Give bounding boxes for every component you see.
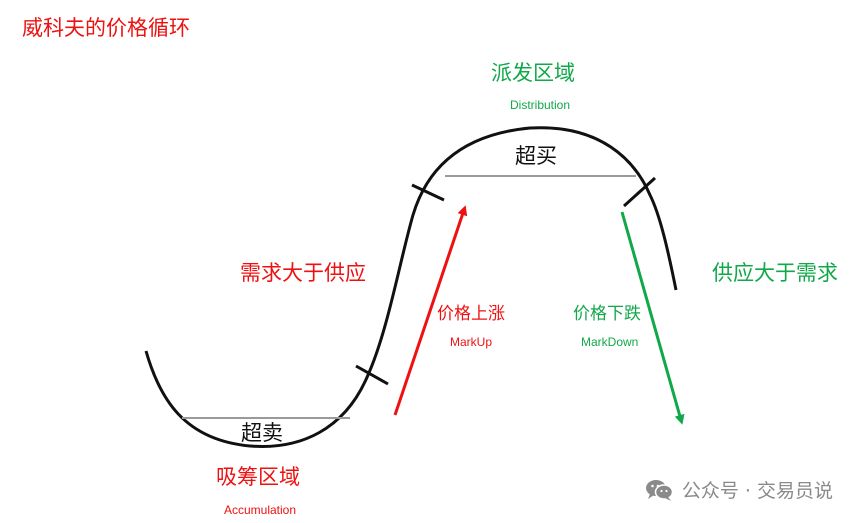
price-cycle-curve [144, 126, 678, 448]
markdown-arrow [620, 211, 685, 425]
accumulation-zone-label: 吸筹区域 [216, 465, 300, 489]
phase-tick-distribution-start [411, 183, 445, 202]
markup-phase-label-en: MarkUp [450, 335, 493, 349]
markdown-phase-label-en: MarkDown [581, 335, 639, 349]
distribution-zone-label-en: Distribution [509, 98, 571, 112]
distribution-zone-label: 派发区域 [491, 61, 575, 85]
watermark: 公众号 · 交易员说 [644, 476, 833, 503]
diagram-title: 威科夫的价格循环 [22, 16, 190, 40]
supply-gt-demand-label: 供应大于需求 [712, 261, 838, 285]
markup-arrow [393, 205, 468, 416]
markup-phase-label: 价格上涨 [437, 304, 505, 324]
wechat-icon [644, 477, 674, 503]
overbought-label: 超买 [515, 144, 557, 168]
watermark-text: 公众号 · 交易员说 [681, 480, 833, 502]
oversold-label: 超卖 [241, 421, 283, 445]
markdown-phase-label: 价格下跌 [573, 304, 641, 324]
phase-tick-markup-start [355, 364, 389, 386]
phase-tick-markdown-start [622, 176, 657, 208]
accumulation-zone-label-en: Accumulation [223, 503, 297, 517]
demand-gt-supply-label: 需求大于供应 [240, 261, 366, 285]
